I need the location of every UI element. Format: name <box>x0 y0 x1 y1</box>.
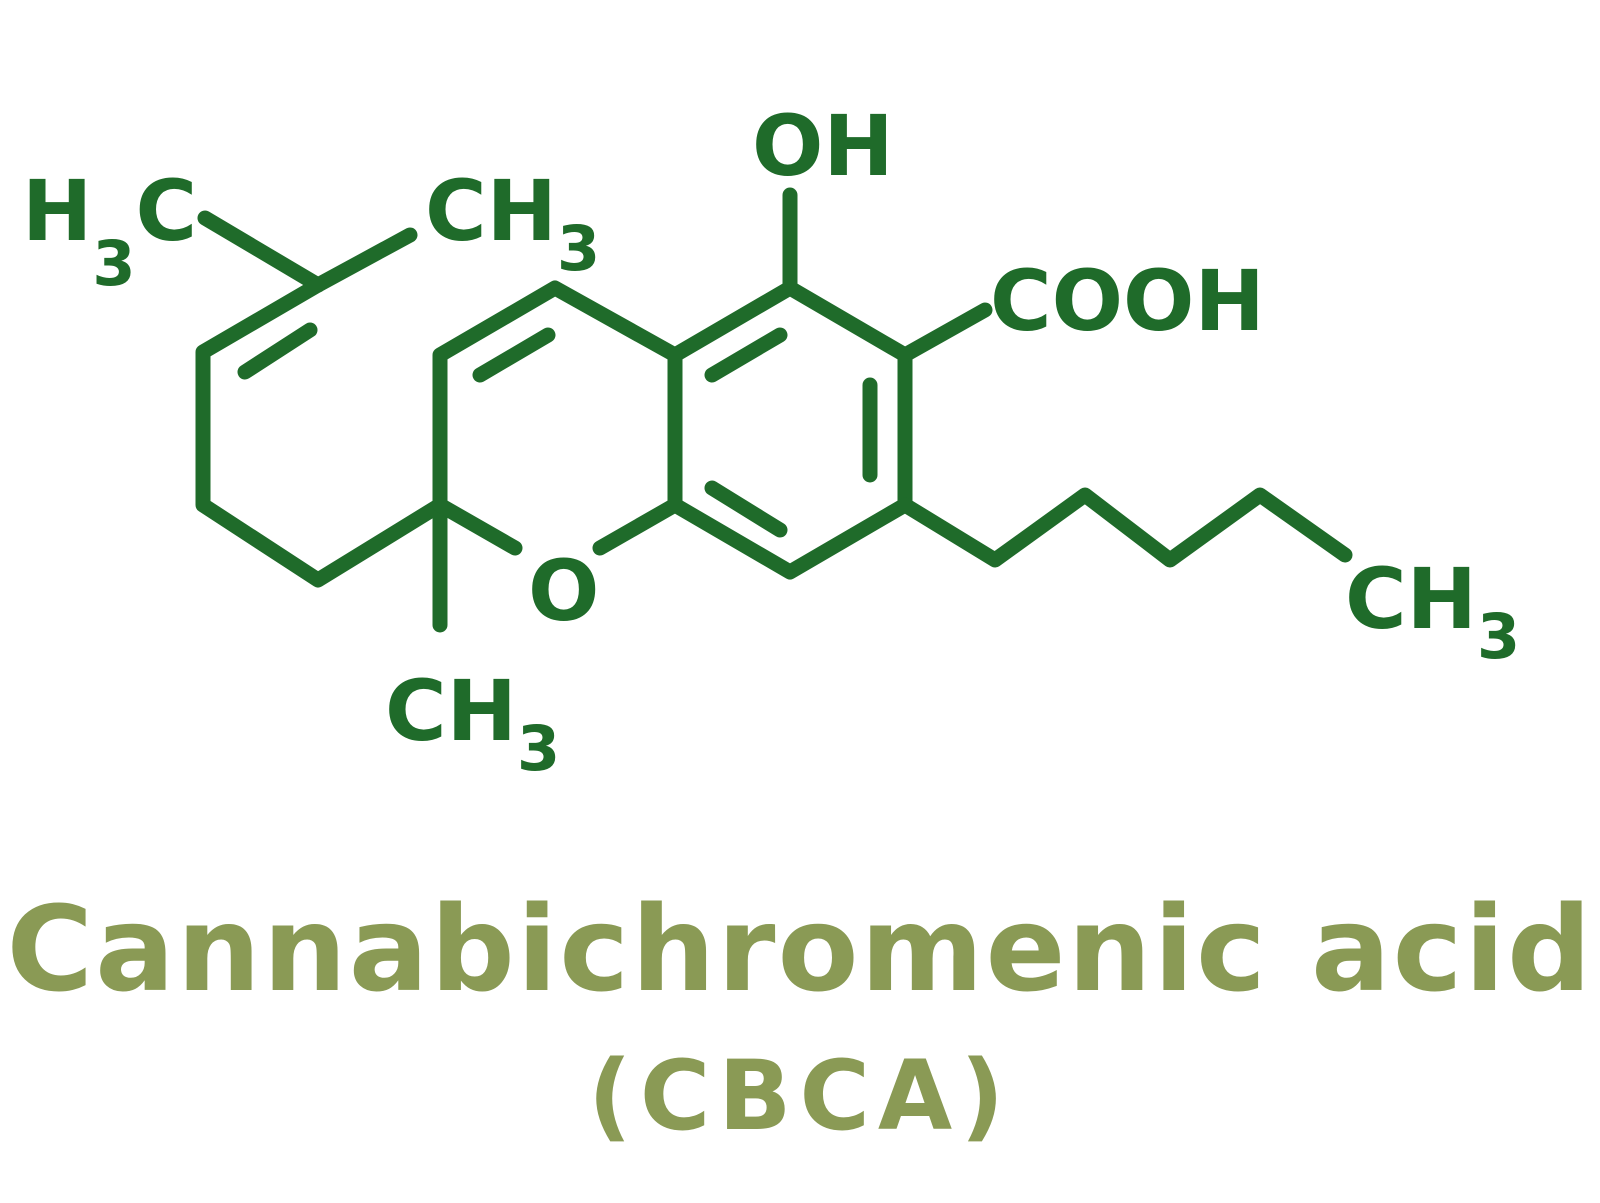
ring-oxygen-label: O <box>528 542 599 640</box>
h3c-label: H3C <box>22 162 197 300</box>
ch3-top-label: CH3 <box>425 162 600 285</box>
compound-name: Cannabichromenic acid <box>6 880 1594 1018</box>
atom-labels: H3C CH3 OH COOH O CH3 CH3 <box>22 97 1520 785</box>
bonds <box>195 187 1353 633</box>
ch3-bottom-label: CH3 <box>385 662 560 785</box>
ch3-chain-label: CH3 <box>1345 550 1520 673</box>
oh-label: OH <box>752 97 894 195</box>
compound-abbreviation: (CBCA) <box>587 1040 1013 1152</box>
cooh-label: COOH <box>990 252 1265 350</box>
